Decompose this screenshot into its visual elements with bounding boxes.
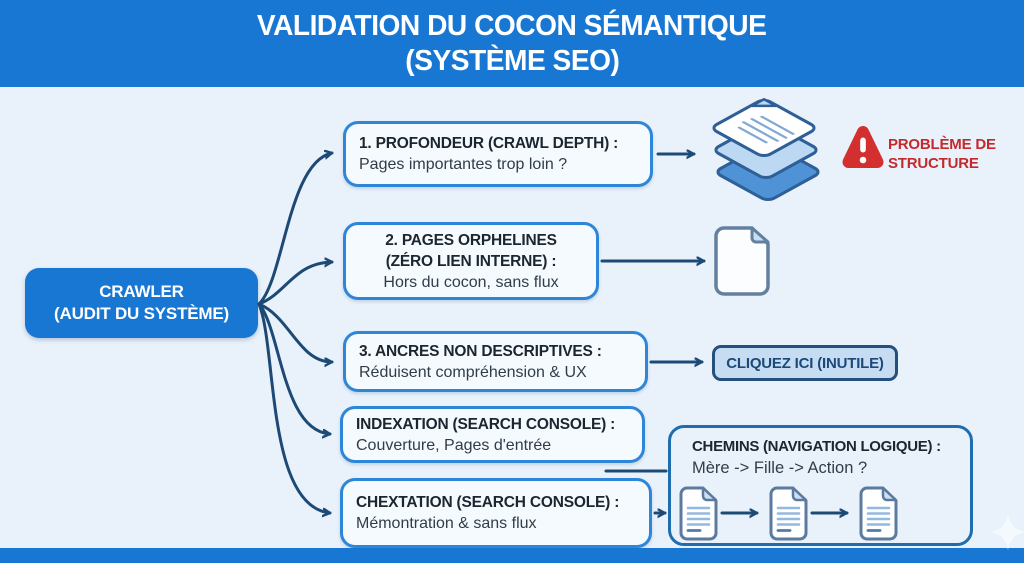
bottom-accent-bar bbox=[0, 548, 1024, 563]
crawler-node: CRAWLER (AUDIT DU SYSTÈME) bbox=[25, 268, 258, 338]
warning-triangle-icon bbox=[842, 126, 884, 168]
cliquez-ici-button[interactable]: CLIQUEZ ICI (INUTILE) bbox=[712, 345, 898, 381]
crawler-label-line2: (AUDIT DU SYSTÈME) bbox=[54, 304, 229, 323]
structure-problem-line2: STRUCTURE bbox=[888, 155, 979, 172]
node-orphelines-body: Hors du cocon, sans flux bbox=[383, 273, 559, 291]
node-chemins-title: CHEMINS (NAVIGATION LOGIQUE) : bbox=[692, 438, 941, 455]
node-chemins: CHEMINS (NAVIGATION LOGIQUE) : Mère -> F… bbox=[668, 425, 973, 546]
node-ancres: 3. ANCRES NON DESCRIPTIVES : Réduisent c… bbox=[343, 331, 648, 392]
page-title-line1: VALIDATION DU COCON SÉMANTIQUE bbox=[257, 9, 767, 42]
sparkle-watermark-icon bbox=[990, 514, 1024, 550]
node-chextation: CHEXTATION (SEARCH CONSOLE) : Mémontrati… bbox=[340, 478, 652, 548]
title-banner: VALIDATION DU COCON SÉMANTIQUE (SYSTÈME … bbox=[0, 0, 1024, 87]
blank-page-icon bbox=[714, 226, 770, 296]
node-orphelines: 2. PAGES ORPHELINES (ZÉRO LIEN INTERNE) … bbox=[343, 222, 599, 300]
node-ancres-body: Réduisent compréhension & UX bbox=[359, 363, 587, 381]
structure-problem-line1: PROBLÈME DE bbox=[888, 136, 996, 153]
node-profondeur-body: Pages importantes trop loin ? bbox=[359, 156, 568, 173]
node-chemins-body: Mère -> Fille -> Action ? bbox=[692, 459, 868, 477]
node-indexation: INDEXATION (SEARCH CONSOLE) : Couverture… bbox=[340, 406, 645, 463]
structure-problem-label: PROBLÈME DE STRUCTURE bbox=[888, 135, 996, 173]
node-orphelines-title-line2: (ZÉRO LIEN INTERNE) : bbox=[385, 252, 557, 270]
page-title-line2: (SYSTÈME SEO) bbox=[404, 44, 620, 77]
node-profondeur: 1. PROFONDEUR (CRAWL DEPTH) : Pages impo… bbox=[343, 121, 653, 187]
node-profondeur-title: 1. PROFONDEUR (CRAWL DEPTH) : bbox=[359, 135, 619, 152]
node-indexation-body: Couverture, Pages d'entrée bbox=[356, 436, 552, 454]
node-ancres-title: 3. ANCRES NON DESCRIPTIVES : bbox=[359, 342, 602, 360]
node-orphelines-title-line1: 2. PAGES ORPHELINES bbox=[385, 231, 557, 249]
node-indexation-title: INDEXATION (SEARCH CONSOLE) : bbox=[356, 415, 616, 433]
crawler-label-line1: CRAWLER bbox=[99, 282, 184, 301]
node-chextation-title: CHEXTATION (SEARCH CONSOLE) : bbox=[356, 494, 620, 511]
crawler-fan-arrows bbox=[257, 153, 334, 513]
node-chextation-body: Mémontration & sans flux bbox=[356, 515, 537, 532]
stacked-pages-icon bbox=[710, 98, 821, 201]
